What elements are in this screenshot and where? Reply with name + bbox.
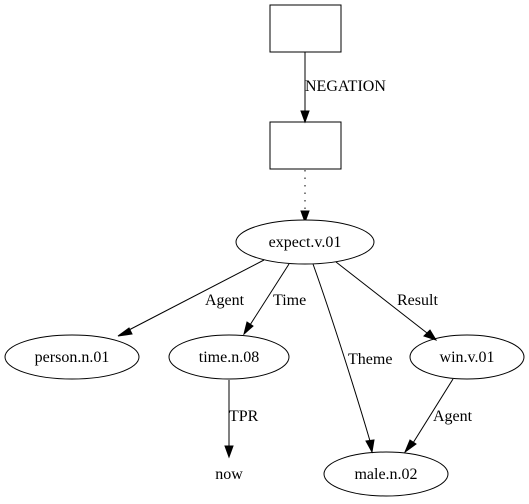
edge-agent-person: Agent (117, 259, 265, 337)
node-label-win: win.v.01 (440, 349, 495, 366)
edge-label-time: Time (273, 292, 306, 309)
node-label-male: male.n.02 (354, 466, 417, 483)
edge-label-theme: Theme (348, 351, 392, 368)
node-label-time: time.n.08 (199, 349, 259, 366)
edge-agent-male: Agent (403, 378, 473, 454)
node-label-expect: expect.v.01 (269, 234, 342, 251)
node-win (409, 334, 525, 380)
edge-negation: NEGATION (300, 52, 386, 124)
edge-label-agent-male: Agent (433, 408, 473, 425)
edge-time: Time (243, 263, 306, 336)
edge-label-tpr: TPR (229, 408, 259, 425)
edge-tpr: TPR (224, 380, 259, 459)
box-node-middle (269, 121, 342, 170)
edge-dotted (300, 170, 310, 224)
node-label-now: now (215, 466, 243, 483)
edge-label-agent-person: Agent (205, 292, 245, 309)
node-expect (235, 219, 375, 265)
node-person (4, 334, 140, 380)
box-node-top (269, 4, 342, 53)
edge-label-result: Result (397, 292, 438, 309)
node-male (323, 451, 449, 497)
node-time (168, 334, 290, 380)
edge-theme: Theme (312, 263, 392, 454)
edge-label-negation: NEGATION (305, 78, 386, 95)
node-label-person: person.n.01 (35, 349, 110, 366)
edge-result: Result (335, 261, 438, 341)
